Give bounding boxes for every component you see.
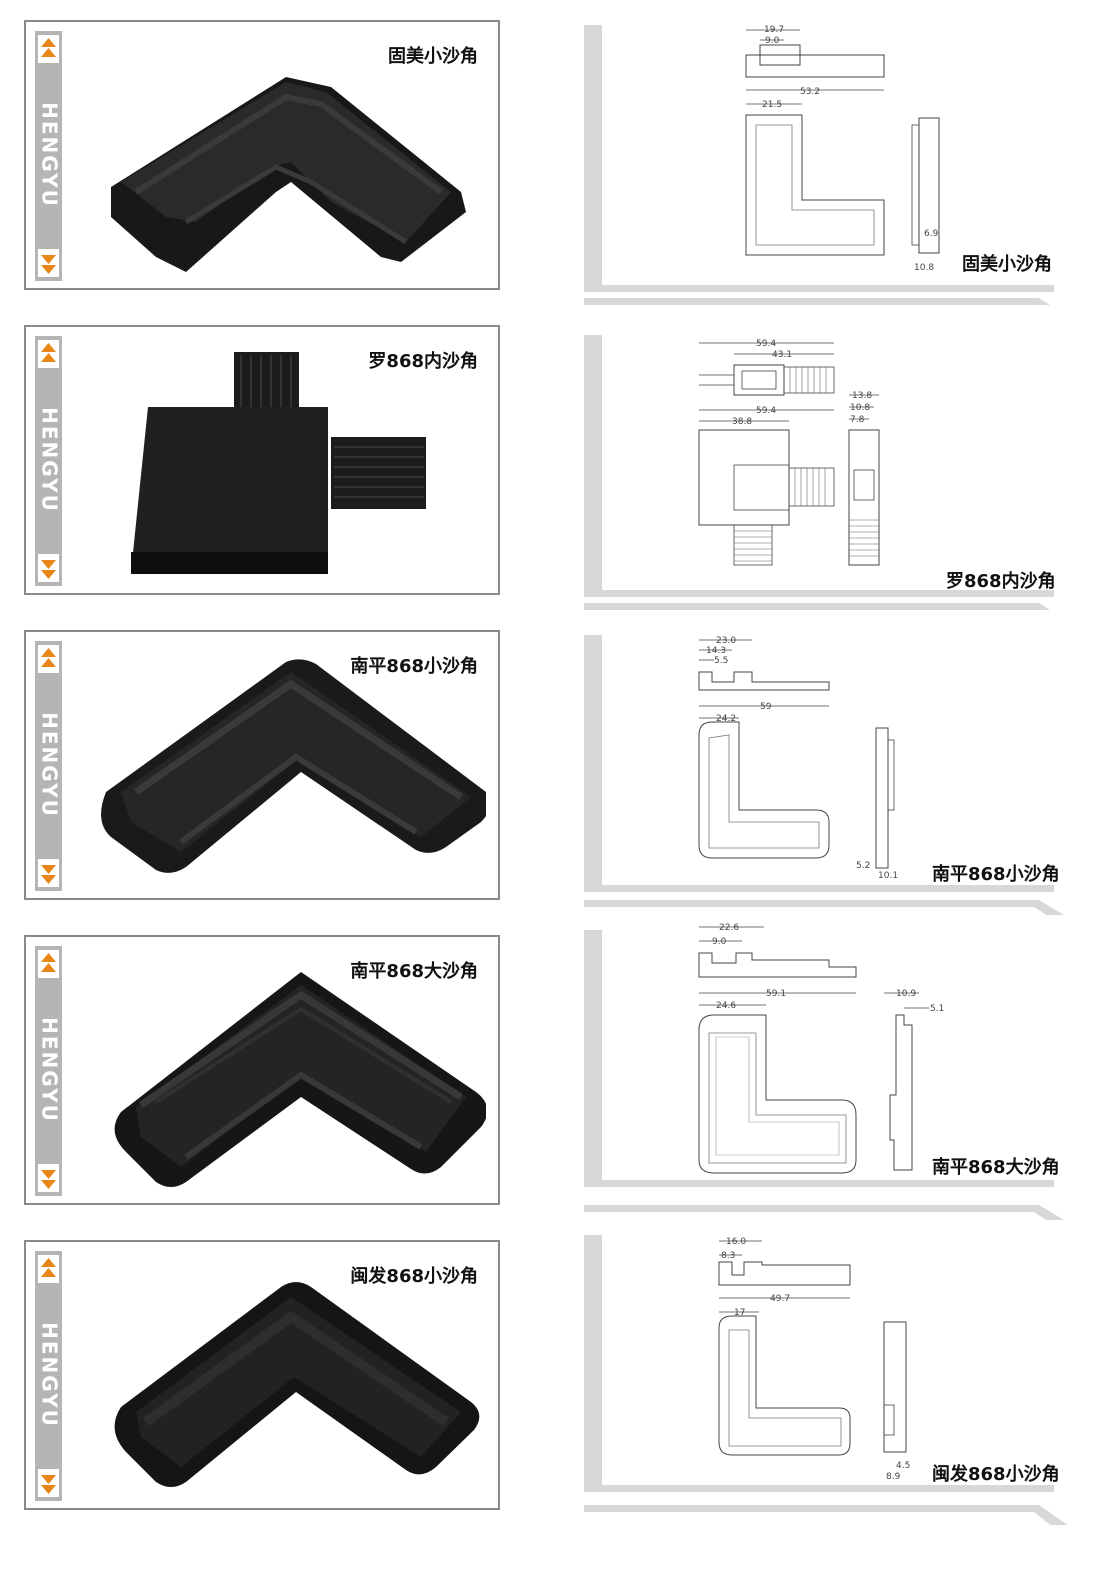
svg-text:13.8: 13.8	[852, 391, 872, 401]
svg-text:21.5: 21.5	[762, 100, 782, 110]
product-title: 罗868内沙角	[368, 351, 478, 372]
technical-drawing: 23.0 14.3 5.5 59 24.2 5.2 10.1	[584, 635, 1064, 915]
svg-text:10.9: 10.9	[896, 989, 916, 999]
technical-drawing-panel: 19.7 9.0 53.2 21.5 6.9 10.8 固美小沙角	[584, 0, 1118, 305]
product-photo	[111, 77, 466, 272]
product-photo-card: HENGYU 南平868小沙角	[24, 630, 500, 900]
brand-name: HENGYU	[37, 407, 61, 513]
double-arrow-up-icon	[38, 35, 59, 63]
svg-text:43.1: 43.1	[772, 350, 792, 360]
brand-name: HENGYU	[37, 712, 61, 818]
technical-drawing-panel: 22.6 9.0 59.1 24.6 10.9 5.1 南平868大沙角	[584, 915, 1118, 1220]
product-photo	[114, 972, 486, 1187]
svg-text:16.0: 16.0	[726, 1237, 746, 1247]
product-row-4: HENGYU 南平868大沙角 22.6 9.0 59.1 24.6	[0, 915, 1118, 1220]
svg-text:49.7: 49.7	[770, 1294, 790, 1304]
technical-drawing: 59.4 43.1 59.4 38.8 13.8 10.8 7	[584, 335, 1054, 610]
svg-text:10.8: 10.8	[850, 403, 870, 413]
brand-strip: HENGYU	[35, 946, 62, 1196]
product-photo	[131, 352, 426, 574]
product-photo	[101, 659, 486, 873]
svg-text:59.4: 59.4	[756, 339, 776, 349]
product-row-1: HENGYU 固美小沙角 19.7 9.0 53.2	[0, 0, 1118, 305]
svg-text:14.3: 14.3	[706, 646, 726, 656]
product-photo-card: HENGYU 罗868内沙角	[24, 325, 500, 595]
drawing-title: 南平868大沙角	[932, 1157, 1060, 1178]
double-arrow-up-icon	[38, 340, 59, 368]
product-photo	[114, 1282, 480, 1487]
technical-drawing-panel: 23.0 14.3 5.5 59 24.2 5.2 10.1 南平868小沙角	[584, 610, 1118, 915]
svg-text:19.7: 19.7	[764, 25, 784, 35]
svg-text:5.5: 5.5	[714, 656, 728, 666]
product-row-2: HENGYU 罗868内沙角 59.4 43.1	[0, 305, 1118, 610]
double-arrow-down-icon	[38, 249, 59, 277]
svg-text:10.1: 10.1	[878, 871, 898, 881]
product-photo-card: HENGYU 南平868大沙角	[24, 935, 500, 1205]
svg-text:53.2: 53.2	[800, 87, 820, 97]
svg-text:5.1: 5.1	[930, 1004, 944, 1014]
product-title: 南平868小沙角	[350, 656, 478, 677]
drawing-title: 罗868内沙角	[946, 571, 1056, 592]
double-arrow-up-icon	[38, 1255, 59, 1283]
svg-text:4.5: 4.5	[896, 1461, 910, 1471]
product-title: 南平868大沙角	[350, 961, 478, 982]
double-arrow-down-icon	[38, 554, 59, 582]
svg-text:23.0: 23.0	[716, 636, 736, 646]
drawing-title: 固美小沙角	[962, 254, 1052, 275]
brand-name: HENGYU	[37, 1322, 61, 1428]
product-row-3: HENGYU 南平868小沙角 23.0 14.3 5.5 59	[0, 610, 1118, 915]
technical-drawing: 19.7 9.0 53.2 21.5 6.9 10.8	[584, 25, 1054, 305]
brand-strip: HENGYU	[35, 31, 62, 281]
technical-drawing-panel: 16.0 8.3 49.7 17 4.5 8.9 闽发868小沙角	[584, 1220, 1118, 1525]
brand-strip: HENGYU	[35, 336, 62, 586]
svg-text:6.9: 6.9	[924, 229, 939, 239]
svg-text:7.8: 7.8	[850, 415, 865, 425]
svg-text:8.3: 8.3	[721, 1251, 735, 1261]
svg-text:8.9: 8.9	[886, 1472, 901, 1482]
double-arrow-down-icon	[38, 1469, 59, 1497]
product-title: 闽发868小沙角	[350, 1266, 478, 1287]
svg-text:59.1: 59.1	[766, 989, 786, 999]
brand-strip: HENGYU	[35, 641, 62, 891]
product-title: 固美小沙角	[388, 46, 478, 67]
svg-text:24.2: 24.2	[716, 714, 736, 724]
svg-text:10.8: 10.8	[914, 263, 934, 273]
product-photo-card: HENGYU 固美小沙角	[24, 20, 500, 290]
double-arrow-up-icon	[38, 645, 59, 673]
drawing-title: 闽发868小沙角	[932, 1464, 1060, 1485]
product-row-5: HENGYU 闽发868小沙角 16.0 8.3 49.7 17	[0, 1220, 1118, 1525]
technical-drawing-panel: 59.4 43.1 59.4 38.8 13.8 10.8 7	[584, 305, 1118, 610]
drawing-title: 南平868小沙角	[932, 864, 1060, 885]
svg-text:17: 17	[734, 1308, 745, 1318]
svg-text:9.0: 9.0	[712, 937, 727, 947]
svg-text:38.8: 38.8	[732, 417, 752, 427]
double-arrow-down-icon	[38, 859, 59, 887]
brand-strip: HENGYU	[35, 1251, 62, 1501]
double-arrow-up-icon	[38, 950, 59, 978]
svg-text:22.6: 22.6	[719, 923, 739, 933]
svg-text:24.6: 24.6	[716, 1001, 736, 1011]
technical-drawing: 16.0 8.3 49.7 17 4.5 8.9	[584, 1235, 1068, 1525]
brand-name: HENGYU	[37, 1017, 61, 1123]
svg-text:59: 59	[760, 702, 772, 712]
brand-name: HENGYU	[37, 102, 61, 208]
double-arrow-down-icon	[38, 1164, 59, 1192]
svg-text:9.0: 9.0	[765, 36, 780, 46]
technical-drawing: 22.6 9.0 59.1 24.6 10.9 5.1	[584, 923, 1064, 1220]
svg-text:59.4: 59.4	[756, 406, 776, 416]
svg-text:5.2: 5.2	[856, 861, 870, 871]
product-photo-card: HENGYU 闽发868小沙角	[24, 1240, 500, 1510]
